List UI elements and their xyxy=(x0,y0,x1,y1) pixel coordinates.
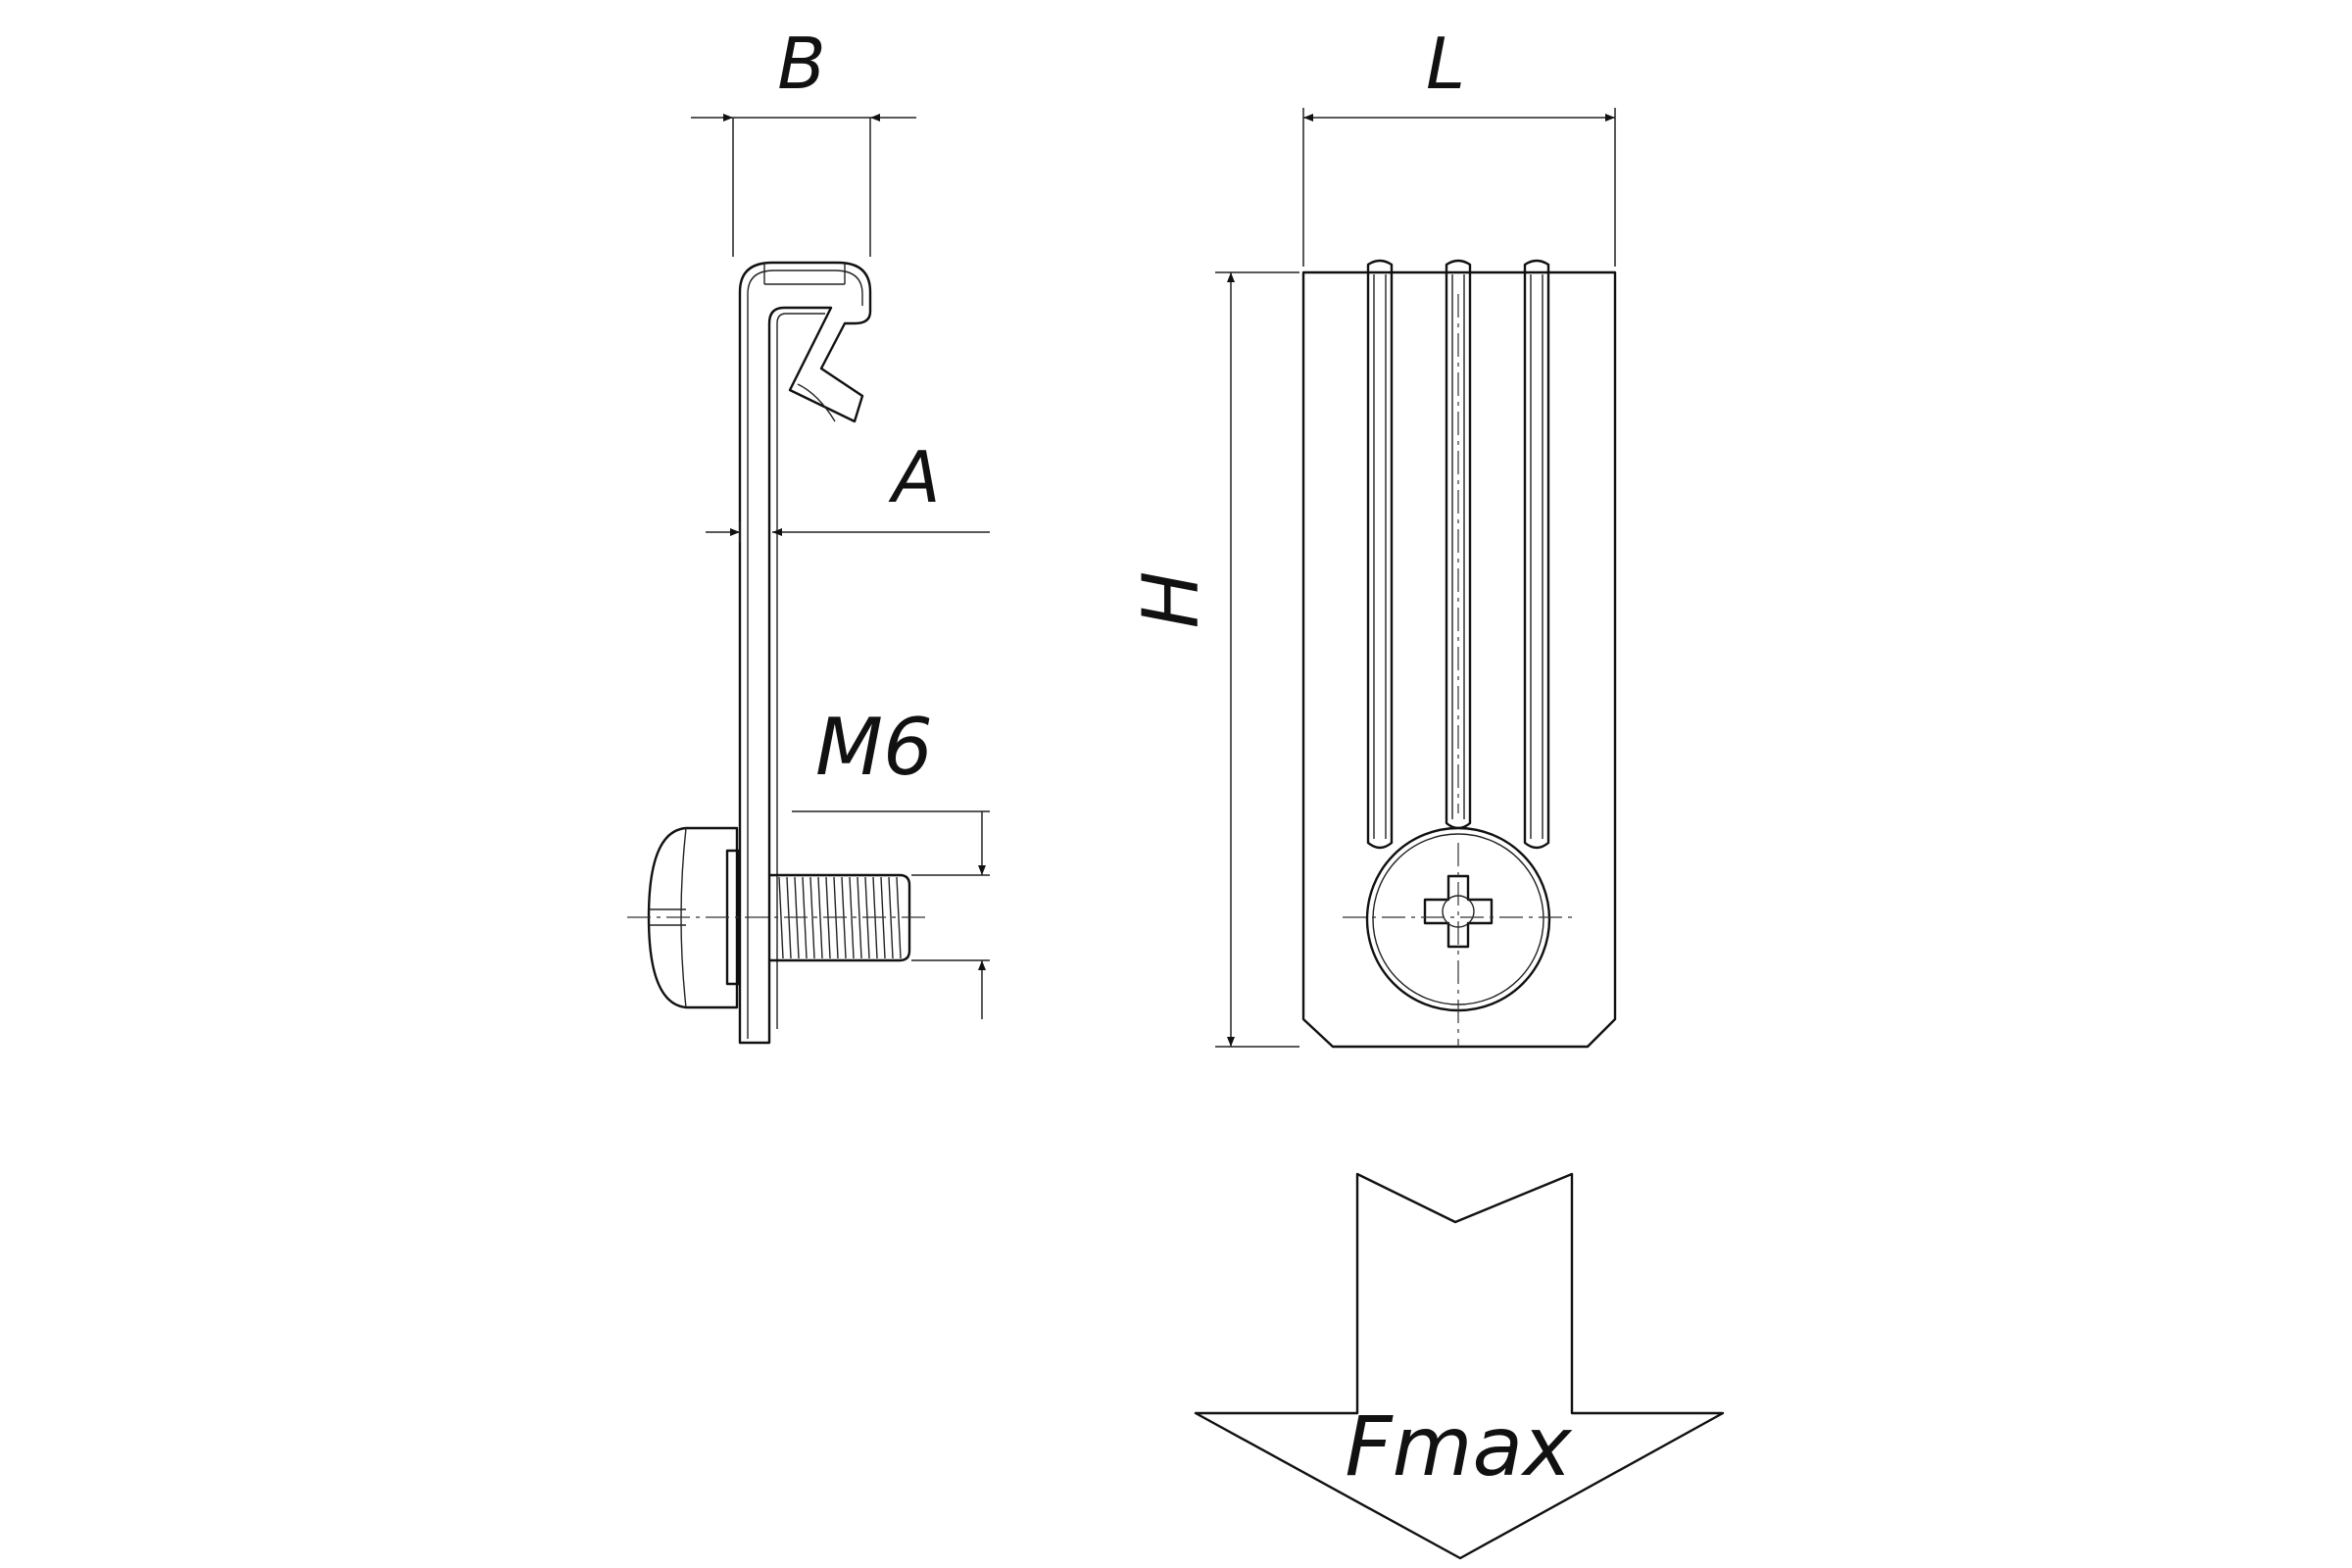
thread-line xyxy=(849,876,855,959)
label-b: B xyxy=(777,23,825,105)
thread-line xyxy=(857,876,862,959)
thread-line xyxy=(888,876,894,959)
label-m6: M6 xyxy=(815,702,933,793)
thread-line xyxy=(817,876,823,959)
clip-plate-outline xyxy=(738,261,872,1045)
label-a: A xyxy=(888,436,940,518)
force-arrow: Fmax xyxy=(1194,1172,1725,1560)
clip-front-outline xyxy=(1301,270,1617,1049)
front-view: L H xyxy=(1128,23,1617,1049)
thread-line xyxy=(778,876,784,959)
slot-middle xyxy=(1445,259,1472,830)
clip-bend-detail xyxy=(776,313,825,1029)
clip-bend-inner xyxy=(747,270,863,1039)
label-fmax: Fmax xyxy=(1345,1398,1573,1494)
slot-right xyxy=(1523,259,1550,850)
slot-left xyxy=(1366,259,1394,850)
hook-edge xyxy=(797,383,836,422)
label-l: L xyxy=(1426,23,1465,105)
side-view: B A M6 xyxy=(627,23,990,1045)
force-arrow-outline xyxy=(1194,1172,1725,1560)
thread-line xyxy=(809,876,815,959)
thread-line xyxy=(896,876,902,959)
label-h: H xyxy=(1128,571,1216,629)
